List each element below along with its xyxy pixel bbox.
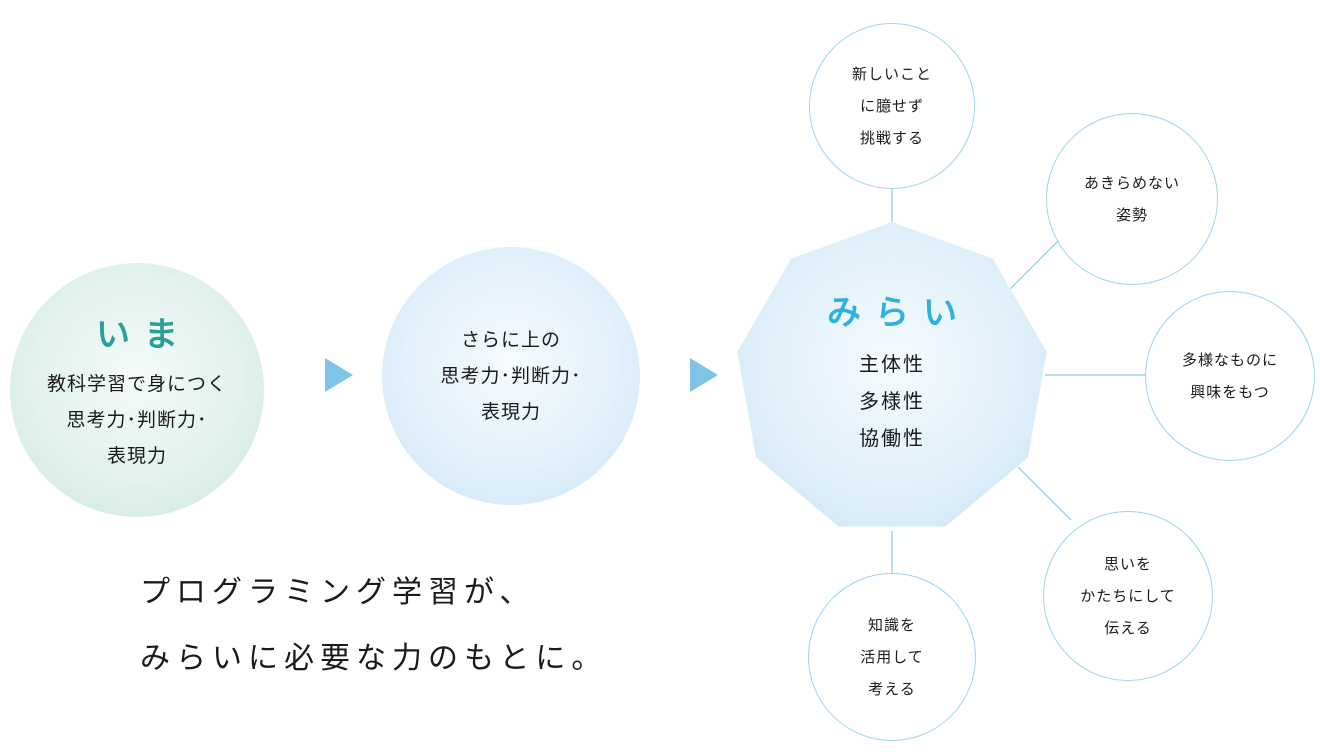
- satellite-line: に臆せず: [859, 97, 924, 115]
- satellite-line: 活用して: [860, 648, 924, 666]
- satellite-line: 多様なものに: [1181, 351, 1278, 369]
- satellite-line: 考える: [868, 680, 916, 698]
- stage-now-title: いま: [96, 314, 192, 355]
- stage-next-line: 思考力･判断力･: [440, 365, 582, 387]
- satellite-expression: 思いを かたちにして 伝える: [1043, 511, 1213, 681]
- future-line: 協働性: [859, 426, 925, 450]
- tagline-line: プログラミング学習が、: [140, 575, 536, 610]
- future-line: 主体性: [859, 352, 925, 376]
- connector-line: [1017, 466, 1072, 521]
- satellite-line: 伝える: [1104, 619, 1152, 637]
- satellite-line: 興味をもつ: [1190, 383, 1270, 401]
- future-title: みらい: [827, 293, 971, 333]
- satellite-perseverance: あきらめない 姿勢: [1046, 113, 1218, 285]
- arrow-right-icon: [690, 358, 718, 392]
- satellite-line: 思いを: [1103, 555, 1152, 573]
- stage-now-line: 思考力･判断力･: [66, 408, 208, 431]
- stage-next-line: さらに上の: [460, 329, 561, 351]
- satellite-curiosity: 多様なものに 興味をもつ: [1145, 291, 1315, 461]
- future-core-nonagon: みらい 主体性 多様性 協働性: [737, 222, 1047, 527]
- tagline-line: みらいに必要な力のもとに。: [140, 641, 608, 676]
- stage-next-circle: さらに上の 思考力･判断力･ 表現力: [382, 247, 640, 505]
- tagline: プログラミング学習が、 みらいに必要な力のもとに。: [140, 560, 607, 692]
- stage-now-circle: いま 教科学習で身につく 思考力･判断力･ 表現力: [10, 263, 264, 517]
- stage-next-line: 表現力: [480, 401, 541, 423]
- satellite-line: 姿勢: [1115, 206, 1148, 224]
- future-line: 多様性: [859, 389, 925, 413]
- stage-now-line: 教科学習で身につく: [46, 372, 227, 395]
- satellite-line: 新しいこと: [851, 65, 932, 83]
- satellite-knowledge: 知識を 活用して 考える: [808, 573, 976, 741]
- satellite-challenge: 新しいこと に臆せず 挑戦する: [809, 23, 975, 189]
- arrow-right-icon: [325, 358, 353, 392]
- satellite-line: 知識を: [867, 616, 916, 634]
- satellite-line: 挑戦する: [859, 129, 924, 147]
- stage-now-line: 表現力: [106, 444, 167, 467]
- satellite-line: かたちにして: [1080, 587, 1176, 605]
- satellite-line: あきらめない: [1083, 174, 1180, 192]
